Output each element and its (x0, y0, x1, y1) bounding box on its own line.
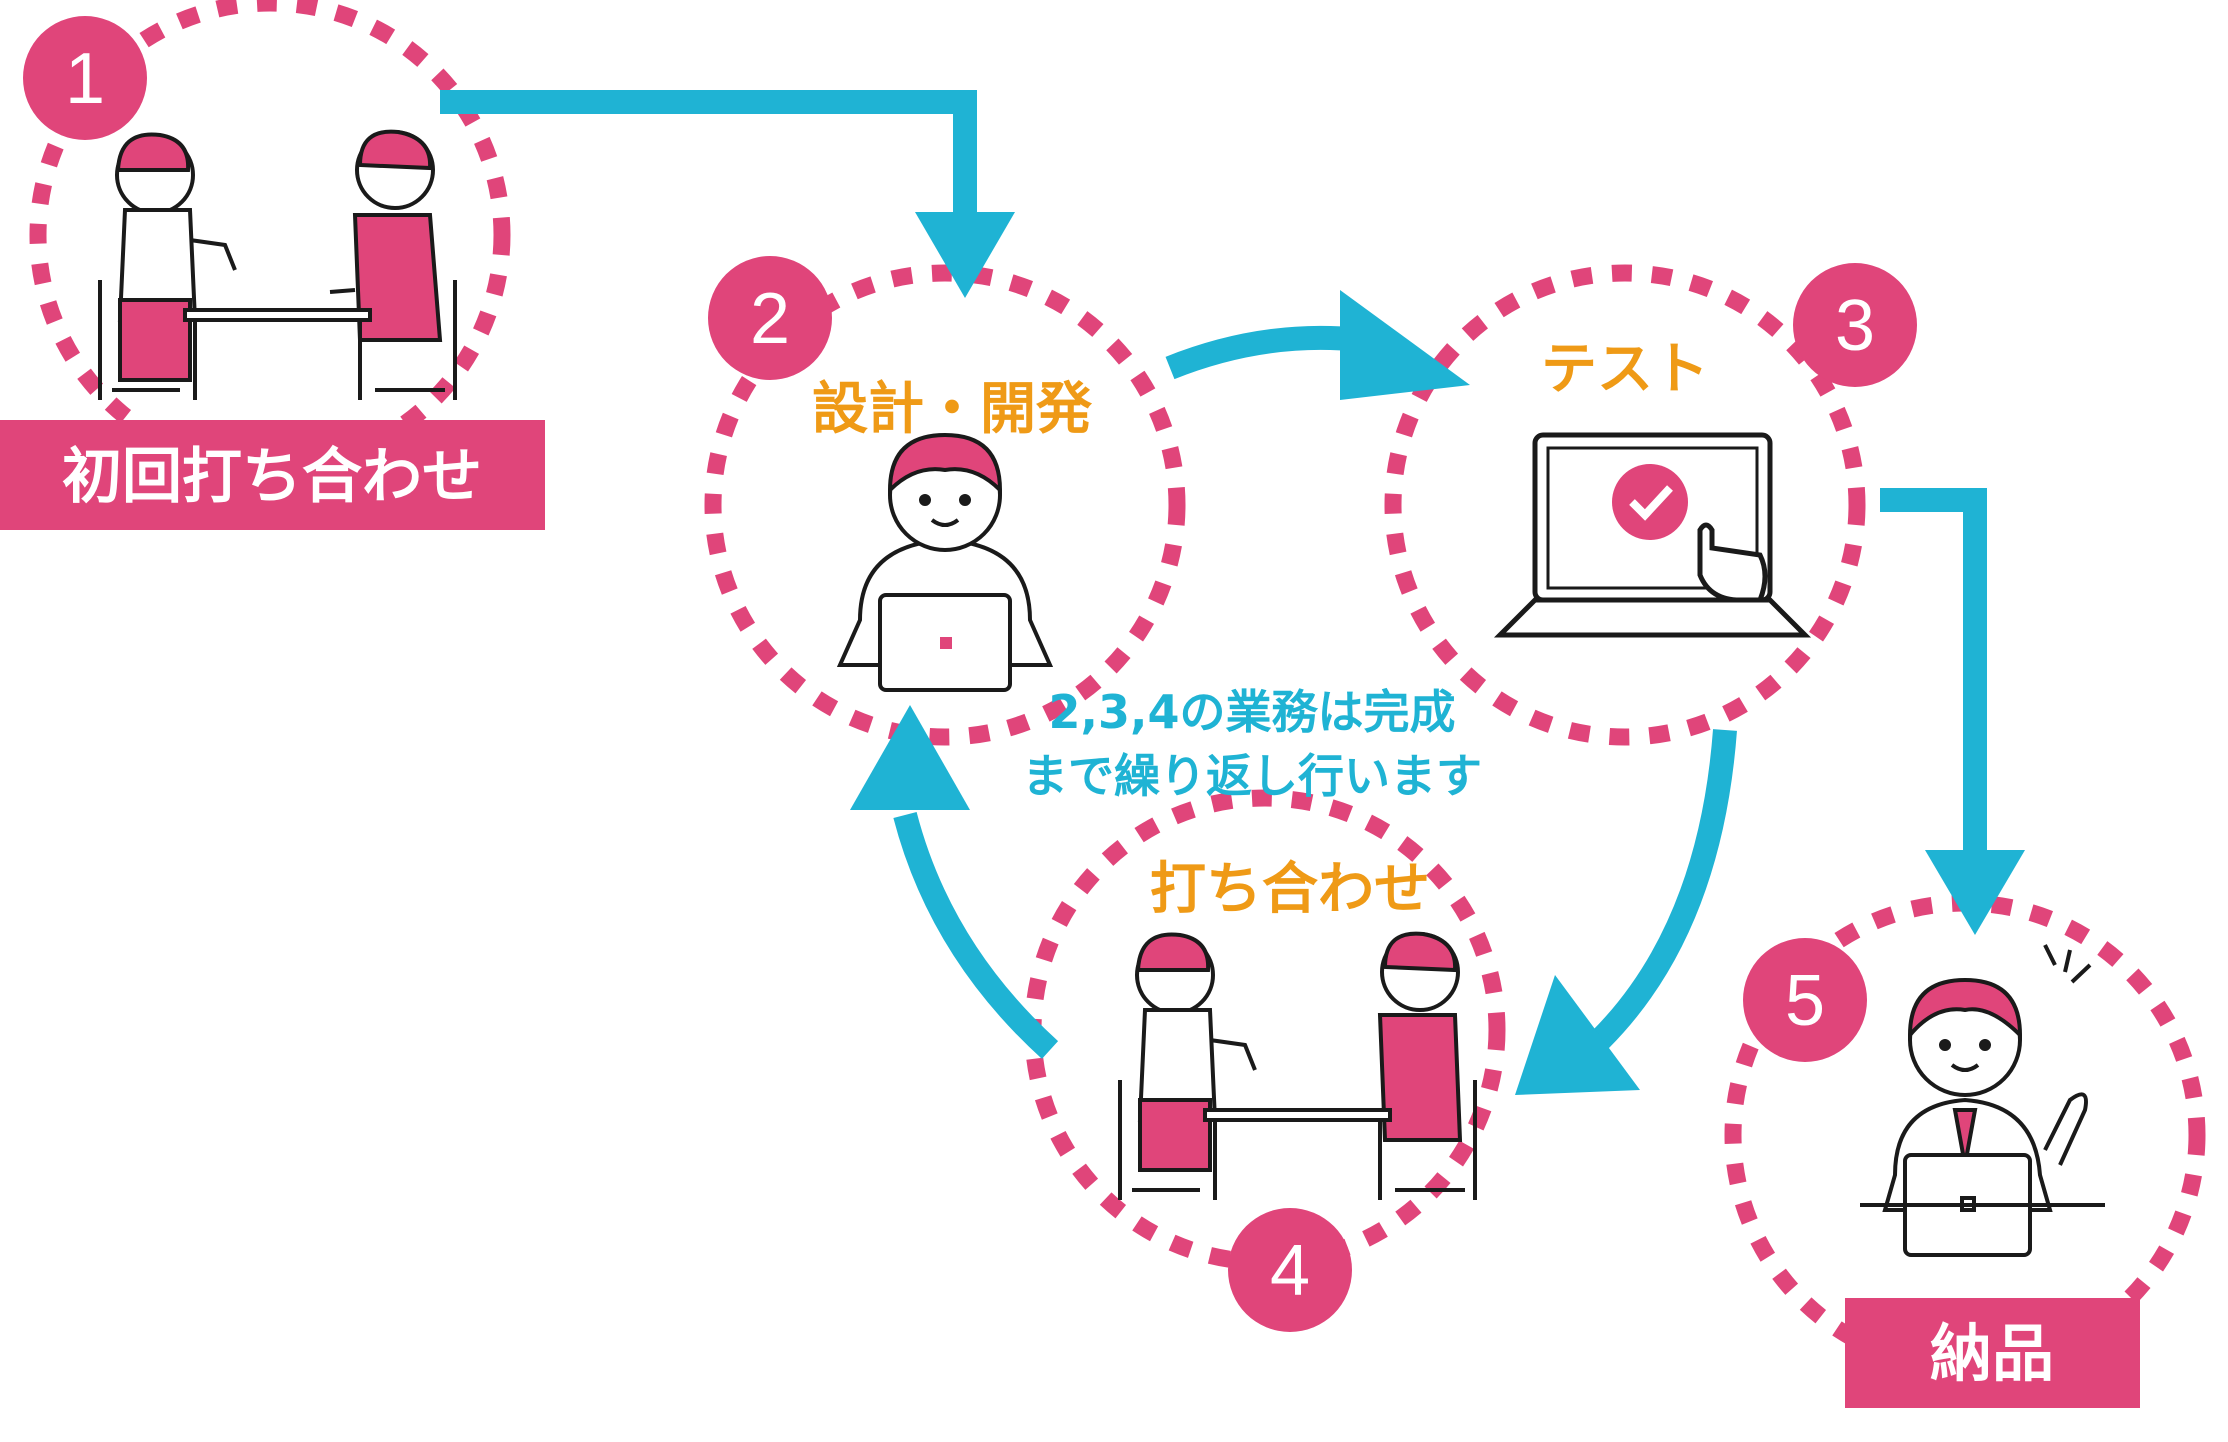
arrowhead-1-to-2 (915, 212, 1015, 298)
step-4-label: 打ち合わせ (1150, 857, 1430, 922)
step-5-badge: 5 (1743, 938, 1867, 1062)
arrowhead-2-to-3 (1340, 290, 1470, 400)
step-3-label: テスト (1541, 337, 1709, 402)
step-3-circle (1384, 264, 1866, 746)
arrowhead-3-to-5 (1925, 850, 2025, 935)
step-4-number: 4 (1270, 1231, 1310, 1311)
step-2-circle (704, 264, 1186, 746)
meeting-icon (98, 129, 457, 400)
developer-laptop-icon (836, 432, 1054, 692)
step-1-badge: 1 (23, 16, 147, 140)
step-2-label: 設計・開発 (812, 377, 1093, 442)
loop-note-line2: まで繰り返し行います (1022, 749, 1482, 803)
step-1-label: 初回打ち合わせ (62, 442, 482, 512)
laptop-check-icon (1493, 432, 1812, 638)
step-3-badge: 3 (1793, 263, 1917, 387)
arrow-3-to-4 (1591, 729, 1737, 1049)
loop-note-line1: 2,3,4の業務は完成 (1049, 685, 1456, 739)
step-1-number: 1 (65, 39, 105, 119)
arrowhead-4-to-2 (850, 705, 970, 810)
step-5-label: 納品 (1930, 1317, 2054, 1390)
arrow-3-to-5 (1880, 488, 1987, 855)
step-2-badge: 2 (708, 256, 832, 380)
step-3-number: 3 (1835, 286, 1875, 366)
step-1-banner: 初回打ち合わせ (0, 420, 545, 530)
arrow-1-to-2 (440, 90, 977, 215)
meeting-icon (1118, 931, 1477, 1200)
step-2-number: 2 (750, 279, 790, 359)
delivery-person-icon (1860, 944, 2105, 1257)
step-5-number: 5 (1785, 961, 1825, 1041)
arrow-2-to-3 (1165, 325, 1362, 380)
step-5-banner: 納品 (1845, 1298, 2140, 1408)
step-4-badge: 4 (1228, 1208, 1352, 1332)
arrow-4-to-2 (893, 811, 1059, 1059)
arrowhead-3-to-4 (1515, 975, 1640, 1095)
